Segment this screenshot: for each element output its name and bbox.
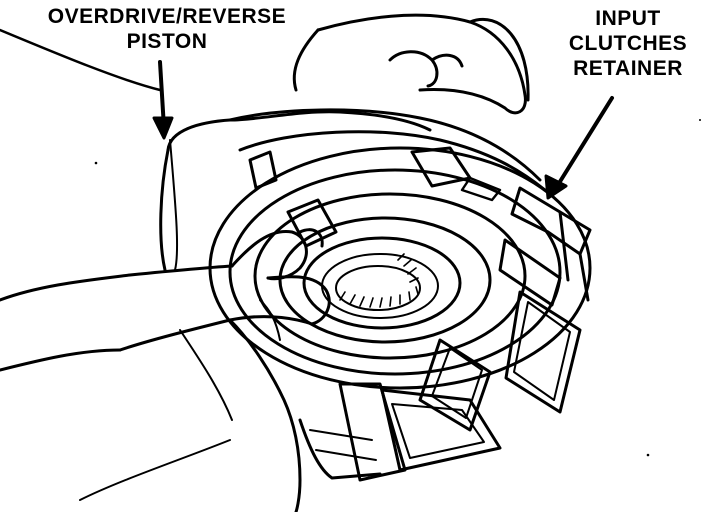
overdrive-reverse-piston-label: OVERDRIVE/REVERSE PISTON (2, 4, 332, 54)
overdrive-reverse-piston-label-line1: OVERDRIVE/REVERSE (47, 5, 287, 28)
input-clutches-retainer-label-line1: INPUT (595, 7, 661, 30)
lower-hand (0, 228, 331, 512)
input-clutches-retainer-label-line2: CLUTCHES (568, 32, 688, 55)
input-clutches-retainer-label-line3: RETAINER (573, 57, 683, 80)
callout-leader-left (0, 28, 174, 140)
overdrive-reverse-piston (159, 108, 547, 272)
input-clutches-retainer-label: INPUT CLUTCHES RETAINER (540, 6, 716, 81)
overdrive-reverse-piston-label-line2: PISTON (126, 30, 208, 53)
print-specks (94, 119, 701, 457)
upper-hand (228, 13, 530, 132)
input-clutches-retainer (208, 146, 592, 482)
callout-arrow-right (544, 96, 614, 200)
